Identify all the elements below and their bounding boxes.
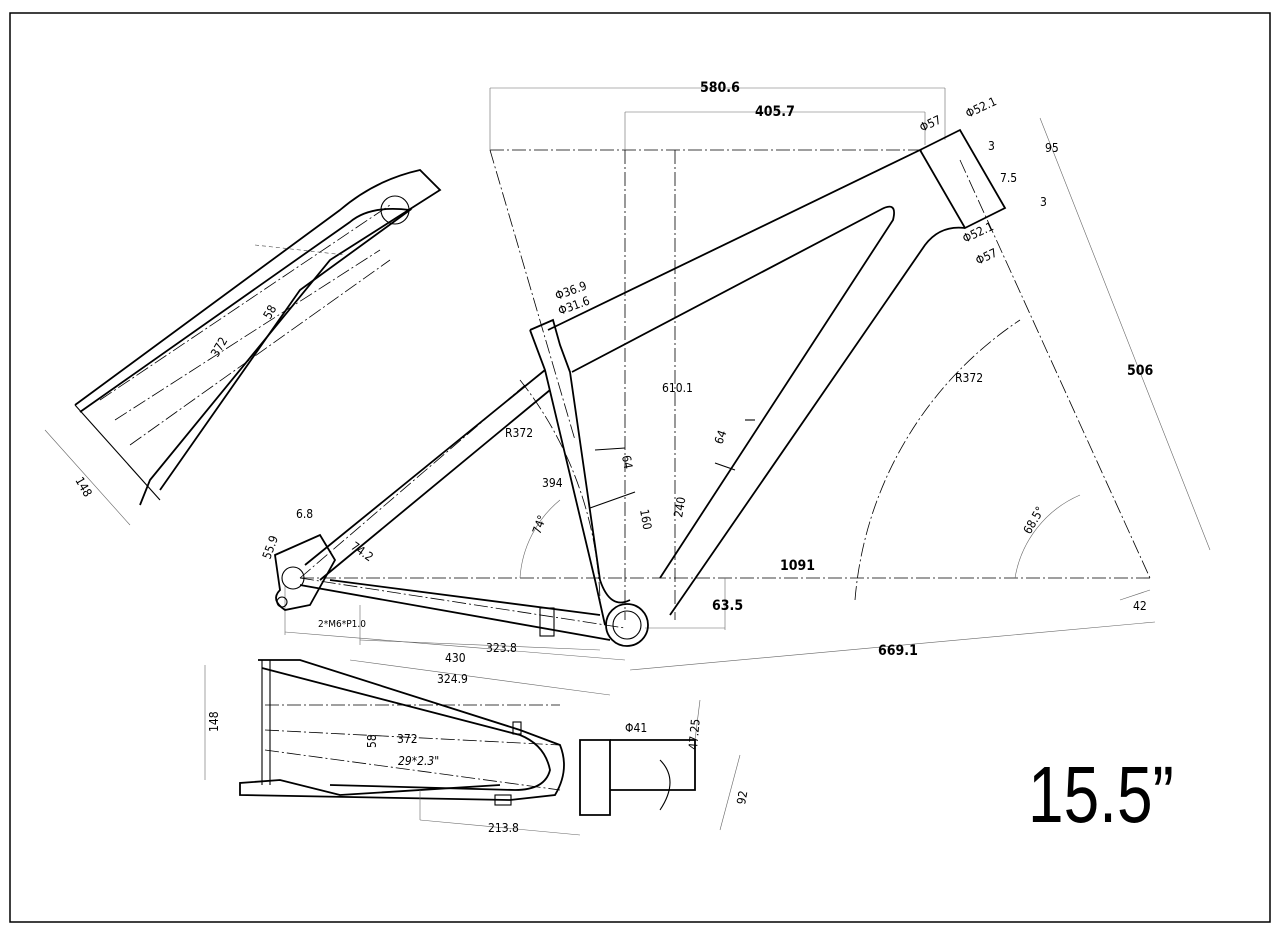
dim-thread: 2*M6*P1.0 (318, 619, 366, 630)
dim-ss-148: 148 (72, 475, 94, 500)
dim-bb-drop: 63.5 (712, 598, 743, 614)
dim-bb-dia: Φ41 (625, 721, 647, 735)
dim-dt-width: 64 (712, 428, 730, 446)
dim-cs-213-8: 213.8 (488, 821, 519, 835)
seatstay-top-view (44, 169, 442, 526)
dim-dt-len: 240 (671, 496, 688, 519)
dim-tire: 29*2.3" (398, 754, 439, 768)
dim-dropout-74-2: 74.2 (348, 539, 376, 564)
dim-ht-gap-bottom: 3 (1040, 195, 1047, 209)
main-frame (274, 128, 1007, 647)
frame-size-label: 15.5” (1028, 750, 1174, 839)
dim-bb-47-25: 47.25 (686, 718, 703, 750)
dim-cs-58: 58 (365, 734, 379, 748)
dim-cs-430: 430 (445, 651, 466, 665)
dim-ss-372: 372 (208, 335, 230, 360)
drawing-border (9, 12, 1271, 923)
dim-fork-length: 506 (1127, 363, 1154, 379)
dim-ht-length: 95 (1045, 141, 1059, 155)
dim-wheelbase: 1091 (780, 558, 815, 574)
dim-ht-gap-top: 3 (988, 139, 995, 153)
dim-seat-tube: 394 (542, 476, 563, 490)
dim-cs-148: 148 (207, 711, 221, 732)
construction-lines (284, 87, 1211, 671)
dim-ss-58: 58 (260, 302, 279, 321)
dim-bb-92: 92 (734, 790, 750, 806)
dim-st-len: 160 (637, 508, 654, 531)
dim-ht-bottom-outer: Φ57 (973, 246, 999, 268)
dim-cs-372: 372 (397, 732, 418, 746)
dim-ht-cup: 7.5 (1000, 171, 1017, 185)
dimension-labels: 580.6 405.7 Φ57 Φ52.1 3 7.5 3 95 Φ52.1 Φ… (72, 80, 1153, 835)
dim-dropout-6-8: 6.8 (296, 507, 313, 521)
dim-ht-top-outer: Φ57 (917, 113, 943, 135)
dim-rear-radius: R372 (505, 426, 533, 440)
dim-cs-323-8: 323.8 (486, 641, 517, 655)
dim-reach-total: 580.6 (700, 80, 740, 96)
dim-head-angle: 68.5° (1020, 504, 1047, 536)
dim-ht-bottom-inner: Φ52.1 (960, 219, 995, 245)
dim-fork-offset: 42 (1133, 599, 1147, 613)
dim-ht-top-inner: Φ52.1 (963, 94, 998, 120)
dim-dropout-55-9: 55.9 (260, 534, 281, 561)
dim-seat-angle: 74° (530, 513, 550, 536)
dim-st-width: 64 (619, 454, 635, 470)
dim-front-center: 669.1 (878, 643, 918, 659)
dim-stack: 610.1 (662, 381, 693, 395)
dim-reach: 405.7 (755, 104, 795, 120)
chainstay-bottom-view (204, 659, 741, 836)
dim-cs-324-9: 324.9 (437, 672, 468, 686)
dim-front-radius: R372 (955, 371, 983, 385)
